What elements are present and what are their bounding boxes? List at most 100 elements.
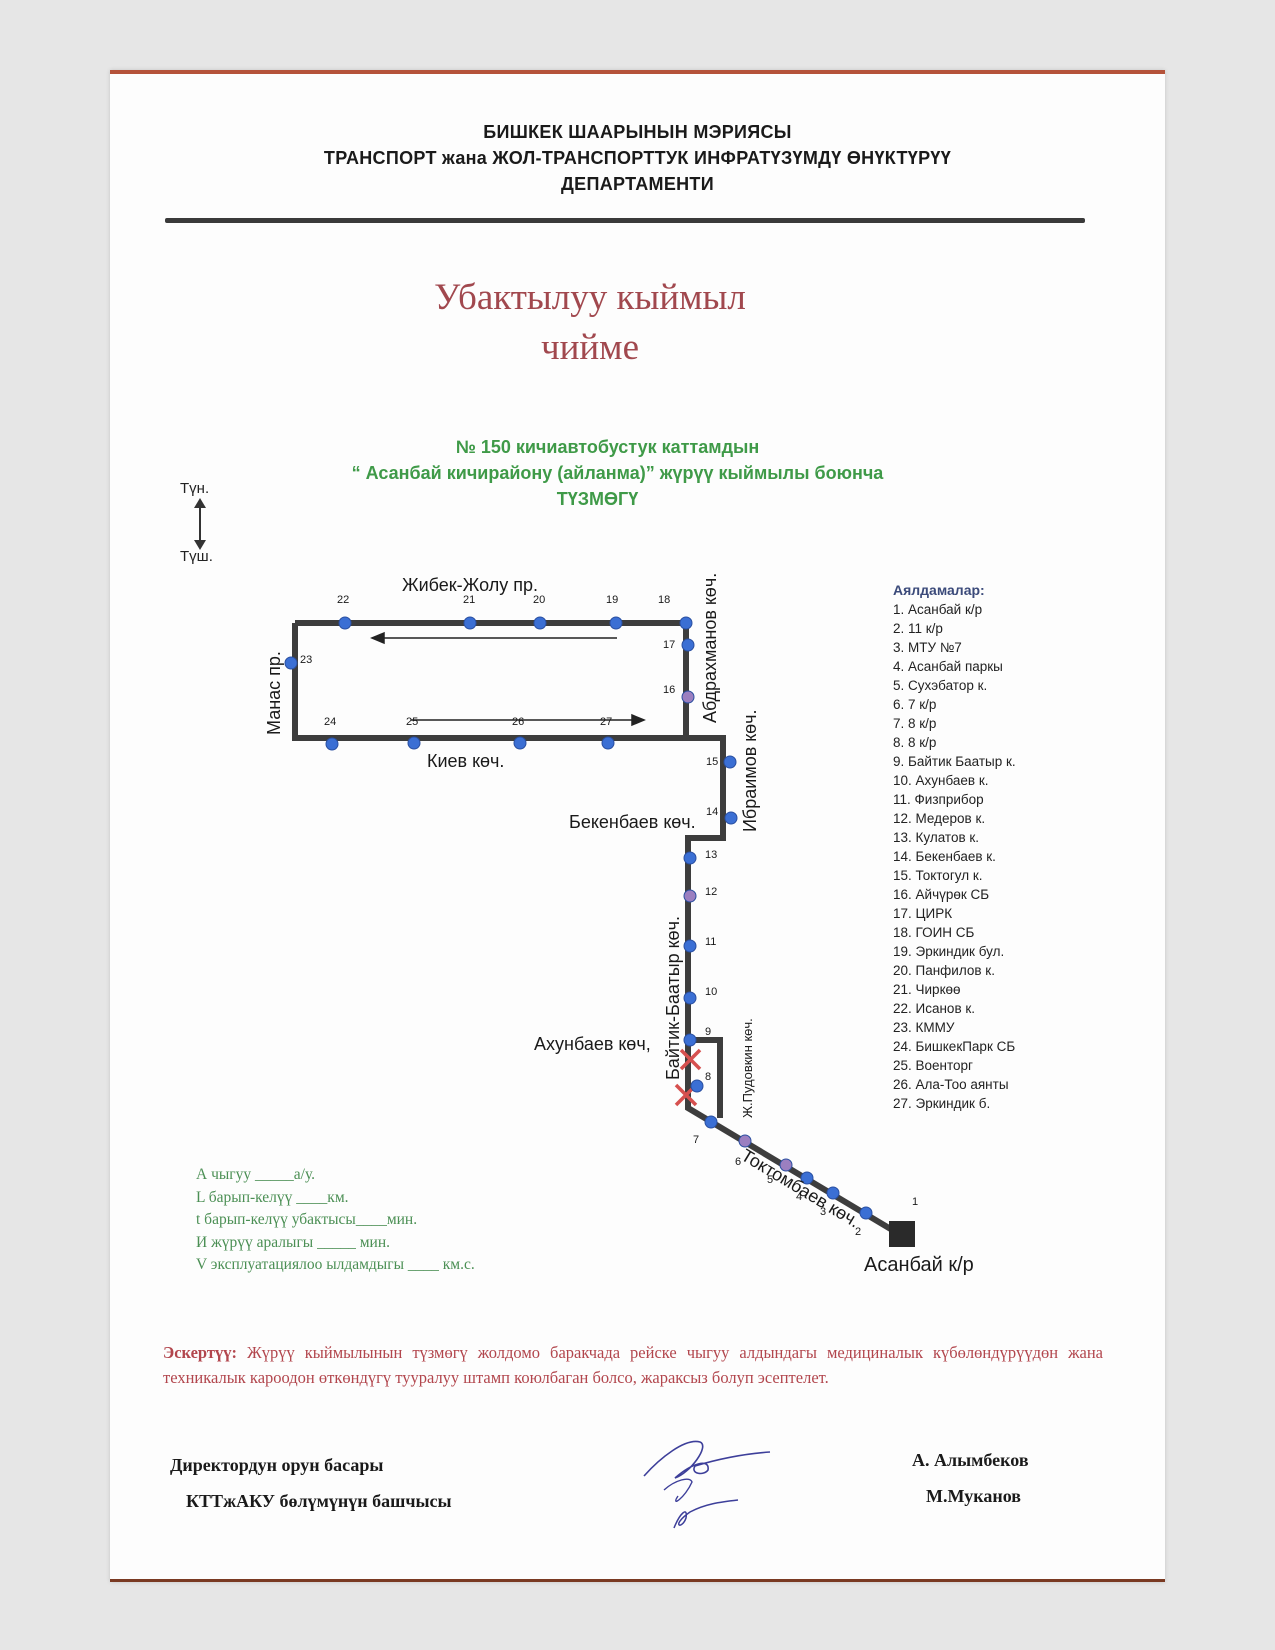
stop-marker [683,851,697,865]
stop-marker [800,1171,814,1185]
stop-legend-item: 19. Эркиндик бул. [893,944,1005,959]
signatory-role-2: КТТжАКУ бөлүмүнүн башчысы [186,1491,452,1511]
stop-number: 21 [463,594,475,606]
stop-number: 7 [693,1134,699,1146]
param-speed: V эксплуатациялоо ылдамдыгы ____ км.с. [196,1256,475,1273]
stop-legend-item: 25. Военторг [893,1058,973,1073]
direction-arrow-icon [194,498,206,550]
stop-markers [284,616,873,1220]
stop-legend-item: 6. 7 к/р [893,697,937,712]
stop-legend-item: 26. Ала-Тоо аянты [893,1077,1009,1092]
stop-number: 25 [406,716,418,728]
stop-number: 26 [512,716,524,728]
stop-legend-item: 18. ГОИН СБ [893,925,975,940]
terminal-marker [889,1221,915,1247]
note-label: Эскертүү: [163,1343,237,1362]
stop-number: 27 [600,716,612,728]
param-interval: И жүрүү аралыгы _____ мин. [196,1233,390,1251]
stop-number: 24 [324,716,336,728]
stop-legend-item: 20. Панфилов к. [893,963,995,978]
stop-legend-item: 11. Физприбор [893,792,984,807]
stop-marker [859,1206,873,1220]
stop-marker [683,939,697,953]
stop-number: 4 [796,1191,802,1203]
stop-number: 11 [705,936,716,948]
param-trip-time: t барып-келүү убактысы____мин. [196,1211,418,1228]
stop-legend-item: 16. Айчүрөк СБ [893,887,990,902]
header-line-1: БИШКЕК ШААРЫНЫН МЭРИЯСЫ [483,122,792,142]
stop-marker [738,1134,752,1148]
direction-back-label: Түш. [180,548,213,565]
stop-marker [609,616,623,630]
stops-legend-title: Аялдамалар: [893,582,985,598]
stop-marker [338,616,352,630]
stop-legend-item: 1. Асанбай к/р [893,602,983,617]
stop-marker [683,991,697,1005]
stop-number: 6 [735,1156,741,1168]
title-line-1: Убактылуу кыймыл [434,277,746,318]
stop-legend-item: 17. ЦИРК [893,906,953,921]
stop-number: 3 [820,1206,826,1218]
stop-number: 8 [705,1071,711,1083]
stop-legend-item: 14. Бекенбаев к. [893,849,996,864]
terminal-label: Асанбай к/р [864,1254,974,1276]
stop-marker [284,656,298,670]
street-abdrakhmanov: Абдрахманов көч. [700,572,720,723]
stop-legend-item: 21. Чиркөө [893,982,961,997]
stop-number: 2 [855,1226,861,1238]
stop-number: 22 [337,594,349,606]
route-parameters: А чыгуу _____а/у. L барып-келүү ____км. … [196,1164,475,1277]
stop-number: 23 [300,654,312,666]
stop-number: 12 [705,886,717,898]
stop-legend-item: 2. 11 к/р [893,621,943,636]
header-rule [165,218,1085,223]
stop-marker [683,1033,697,1047]
stop-number: 15 [706,756,718,768]
stop-number: 10 [705,986,717,998]
stop-legend-item: 12. Медеров к. [893,811,986,826]
stop-marker [679,616,693,630]
stop-marker [724,811,738,825]
stop-marker [513,736,527,750]
stop-number: 19 [606,594,618,606]
stop-number: 14 [706,806,718,818]
stop-marker [704,1115,718,1129]
stop-marker [683,889,697,903]
stop-marker [690,1079,704,1093]
stop-marker [779,1158,793,1172]
param-vehicles: А чыгуу _____а/у. [196,1166,316,1183]
stop-legend-item: 9. Байтик Баатыр к. [893,754,1016,769]
stop-legend-item: 24. БишкекПарк СБ [893,1039,1016,1054]
stop-legend-item: 23. КММУ [893,1020,955,1035]
signatory-name-2: М.Муканов [926,1486,1021,1506]
street-manas: Манас пр. [264,651,284,735]
direction-forward-label: Түн. [180,480,210,497]
stop-number: 20 [533,594,545,606]
cancelled-stop-marks [674,1048,702,1107]
street-zhibek-zholu: Жибек-Жолу пр. [402,575,538,595]
stop-marker [533,616,547,630]
signatory-role-1: Директордун орун басары [170,1455,384,1475]
stop-legend-item: 4. Асанбай паркы [893,659,1003,674]
note-text: Жүрүү кыймылынын түзмөгү жолдомо баракча… [163,1343,1103,1387]
stop-number: 13 [705,849,717,861]
stop-number: 9 [705,1026,711,1038]
route-line [292,620,906,1240]
stop-marker [463,616,477,630]
street-ibraimov: Ибраимов көч. [740,709,760,832]
subtitle-line-2: “ Асанбай кичирайону (айланма)” жүрүү кы… [351,463,884,483]
stop-number: 5 [767,1174,773,1186]
street-baitik-baatyr: Байтик-Баатыр көч. [663,916,683,1080]
direction-arrows [370,631,646,727]
stop-legend-item: 13. Кулатов к. [893,830,980,845]
document-sheet [110,70,1165,1582]
stop-number: 16 [663,684,675,696]
stop-legend-item: 15. Токтогул к. [893,868,983,883]
header-line-3: ДЕПАРТАМЕНТИ [561,174,714,194]
stop-marker [723,755,737,769]
street-akhunbaev: Ахунбаев көч, [534,1034,651,1054]
stop-legend-item: 22. Исанов к. [893,1001,976,1016]
street-bekenbaev: Бекенбаев көч. [569,812,696,832]
